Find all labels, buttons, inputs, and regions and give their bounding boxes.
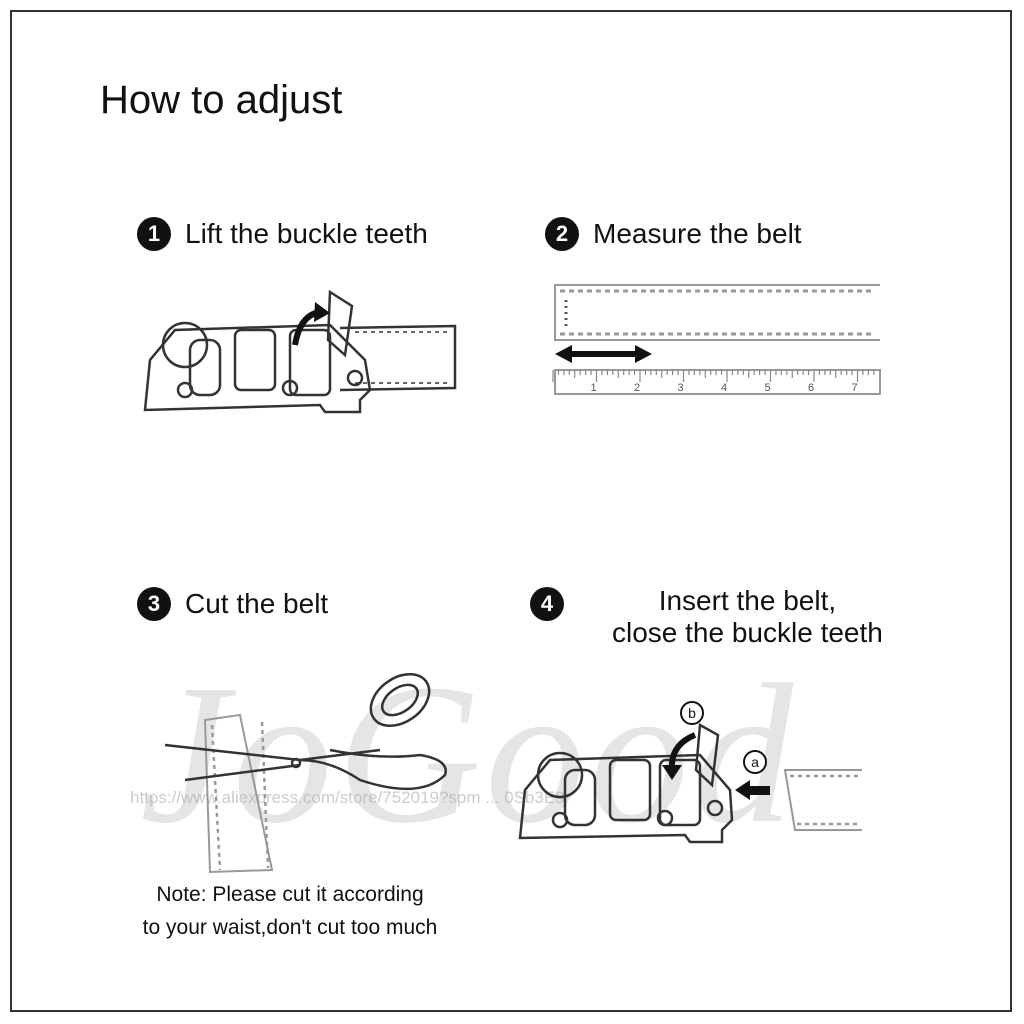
insert-arrow-icon	[735, 780, 770, 800]
step-2-heading: 2 Measure the belt	[545, 217, 802, 251]
step-label-line1: Insert the belt,	[658, 585, 837, 616]
belt-strip	[554, 284, 880, 341]
double-arrow-icon	[555, 345, 652, 363]
step-label: Lift the buckle teeth	[185, 218, 428, 249]
note-line1: Note: Please cut it according	[156, 883, 424, 906]
step-number-badge: 2	[545, 217, 579, 251]
belt-end	[783, 769, 862, 831]
step-number-badge: 1	[137, 217, 171, 251]
svg-text:b: b	[688, 705, 696, 721]
page-title: How to adjust	[100, 78, 343, 122]
ruler-label: 5	[765, 382, 771, 394]
ruler-label: 7	[852, 382, 858, 394]
step-1-heading: 1 Lift the buckle teeth	[137, 217, 428, 251]
buckle-illustration-1	[143, 289, 457, 414]
step-3-heading: 3 Cut the belt	[137, 587, 328, 621]
ruler-labels: 1 2 3 4 5 6 7	[591, 382, 858, 394]
ruler-label: 3	[678, 382, 684, 394]
ruler-label: 1	[591, 382, 597, 394]
close-arrow-icon	[668, 732, 697, 771]
step-label: Cut the belt	[185, 588, 329, 619]
buckle-illustration-4	[518, 722, 734, 844]
step-number-badge: 4	[530, 587, 564, 621]
ruler-label: 6	[808, 382, 814, 394]
step-label: Measure the belt	[593, 218, 802, 249]
ruler-label: 2	[634, 382, 640, 394]
note-line2: to your waist,don't cut too much	[142, 916, 438, 939]
svg-text:a: a	[751, 754, 759, 770]
scissors-icon	[164, 673, 447, 791]
step-number-badge: 3	[137, 587, 171, 621]
border-frame	[10, 10, 1012, 1012]
step-label-line2: close the buckle teeth	[612, 617, 883, 648]
ruler-ticks	[552, 370, 875, 382]
marker-a: a	[743, 750, 767, 774]
marker-b: b	[680, 701, 704, 725]
belt-vertical	[203, 713, 274, 874]
ruler	[554, 369, 881, 395]
ruler-label: 4	[721, 382, 727, 394]
step-4-heading: 4 Insert the belt, close the buckle teet…	[530, 585, 883, 649]
cutting-note: Note: Please cut it according to your wa…	[110, 878, 470, 944]
